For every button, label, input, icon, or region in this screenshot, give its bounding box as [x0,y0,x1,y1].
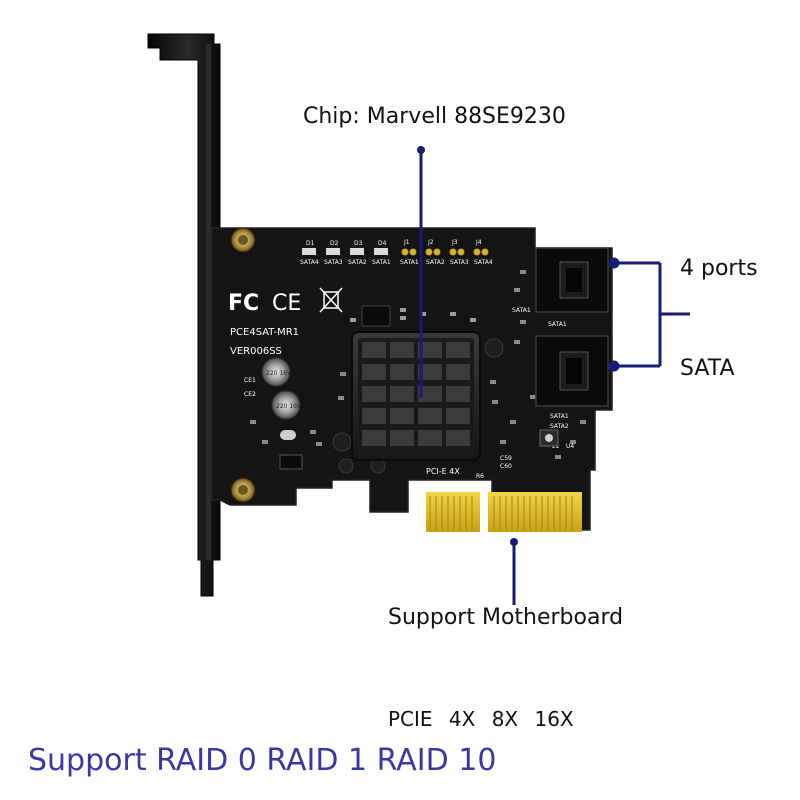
fc-mark: FC [228,291,259,316]
model-label: PCE4SAT-MR1 [230,327,299,338]
jumper-label: J2 [427,239,434,246]
ce-mark: CE [272,291,301,316]
inductor [279,454,303,470]
chip-annotation: Chip: Marvell 88SE9230 [303,104,566,129]
sata-label: SATA2 [348,259,367,266]
led-label: D2 [330,240,339,247]
chip-mark: R6 [476,473,484,480]
cap-text: 220 16V [266,370,292,377]
weee-icon [319,287,343,313]
chip-mark: C60 [500,463,512,470]
switch [539,429,559,447]
raid-annotation: Support RAID 0 RAID 1 RAID 10 [28,743,497,778]
port-label: SATA1 [548,321,567,328]
led-row: D1 D2 D3 D4 SATA4 SATA3 SATA2 SATA1 [300,240,391,266]
component [332,432,352,452]
screw-top [230,227,256,253]
version-label: VER006SS [230,346,282,357]
led-label: D1 [306,240,315,247]
jumper-label: J4 [475,239,482,246]
annotation-motherboard [510,538,518,605]
chip-mark: C59 [500,455,512,462]
small-ic [361,305,391,327]
model-text: PCE4SAT-MR1 VER006SS [230,327,299,357]
lower-label: SATA1 [550,413,569,420]
sata-label: SATA3 [324,259,343,266]
jumper-label: J1 [403,239,410,246]
jumper-sata: SATA3 [450,259,469,266]
crystal [280,430,296,440]
chip-mark: R7 [476,481,484,488]
sata-label: SATA1 [372,259,391,266]
jumper-sata: SATA4 [474,259,493,266]
cert-marks: FC CE [228,287,343,316]
annotation-sata [608,257,690,372]
bracket [147,33,221,597]
component [484,338,504,358]
port-label: SATA1 [512,307,531,314]
lower-label: SATA2 [550,423,569,430]
component [370,458,386,474]
capacitor-2: 220 16V [271,390,302,420]
jumper-sata: SATA2 [426,259,445,266]
cap-text: 220 16V [276,403,302,410]
heatsink [351,331,481,461]
sata-port-top [535,247,609,313]
sata-label: SATA4 [300,259,319,266]
sata-annotation: SATA [680,356,735,381]
annotation-chip [417,146,425,398]
jumper-label: J3 [451,239,458,246]
screw-bottom [230,477,256,503]
motherboard-annotation: Support Motherboard [388,605,624,630]
ports-annotation: 4 ports [680,256,758,281]
capacitor-1: 220 16V [261,357,292,387]
cap-label: CE2 [244,391,256,398]
chip-mark: U4 [566,443,574,450]
connector-label: PCI-E 4X [426,467,460,476]
pcie-connector [426,492,582,532]
pcie-annotation: PCIE 4X 8X 16X [388,707,574,731]
component [338,458,354,474]
jumper-header: J1 J2 J3 J4 SATA1 SATA2 SATA3 SATA4 [400,239,493,266]
led-label: D3 [354,240,363,247]
jumper-sata: SATA1 [400,259,419,266]
led-label: D4 [378,240,387,247]
cap-label: CE1 [244,377,256,384]
sata-port-bottom [535,335,609,407]
